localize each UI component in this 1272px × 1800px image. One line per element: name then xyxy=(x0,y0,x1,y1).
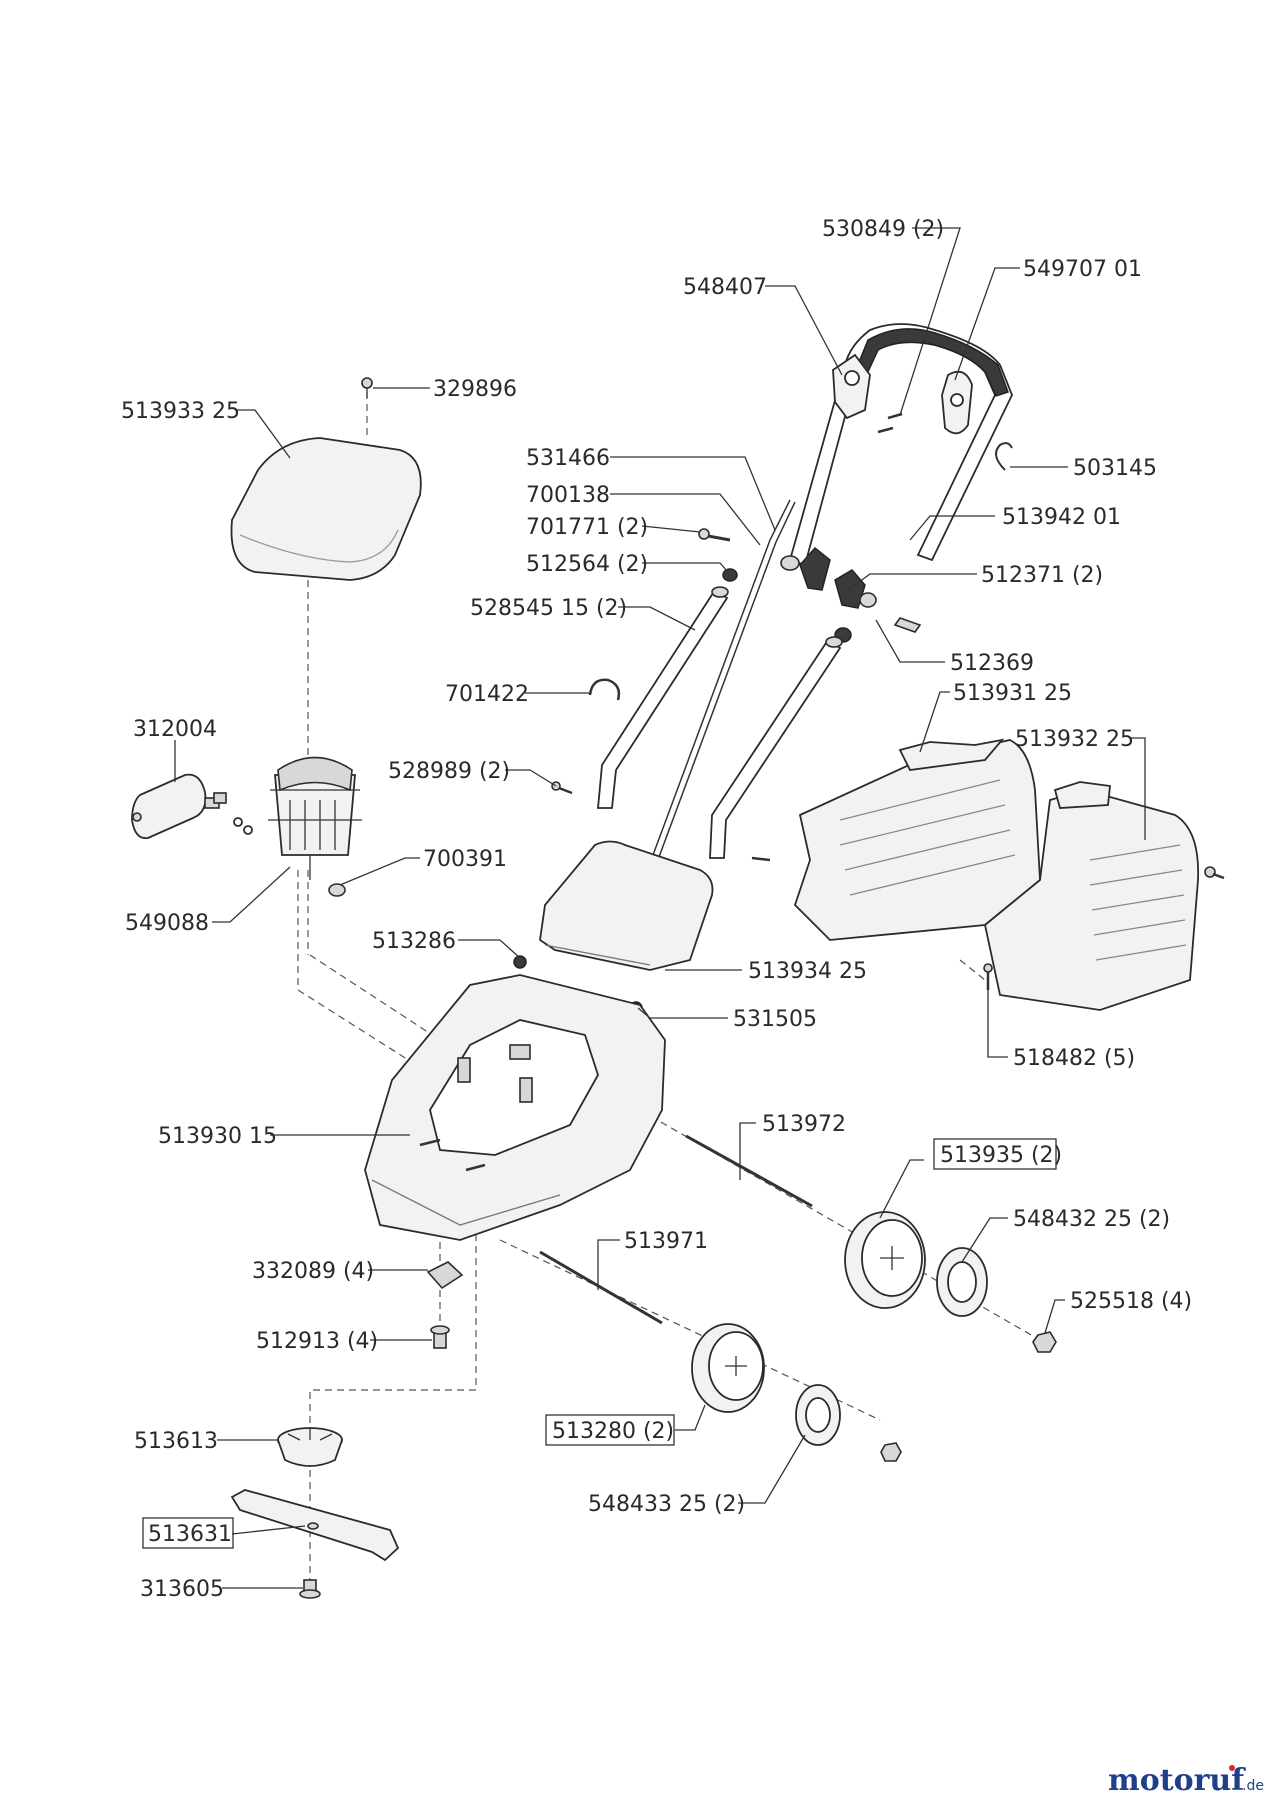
rear-wheel-part xyxy=(844,1211,926,1309)
label-503145: 503145 xyxy=(1073,456,1157,481)
label-548407: 548407 xyxy=(683,275,767,300)
brand-name: motoruf xyxy=(1108,1763,1246,1798)
label-518482: 518482 (5) xyxy=(1013,1046,1135,1071)
assembly-lines xyxy=(297,392,1041,1580)
bolt-313605-part xyxy=(299,1579,321,1599)
cable-part xyxy=(639,499,796,893)
hub-cap-548432-part xyxy=(936,1247,988,1317)
label-513931: 513931 25 xyxy=(953,681,1072,706)
lower-handle-tubes-part xyxy=(597,586,843,859)
label-513631: 513631 xyxy=(148,1522,232,1547)
label-512371: 512371 (2) xyxy=(981,563,1103,588)
leader-lines xyxy=(174,227,1146,1589)
brand-suffix: .de xyxy=(1242,1778,1264,1794)
part-labels: 530849 (2) 548407 549707 01 329896 51393… xyxy=(121,217,1192,1602)
upper-handle-part xyxy=(788,323,1013,567)
label-513932: 513932 25 xyxy=(1015,727,1134,752)
label-329896: 329896 xyxy=(433,377,517,402)
cable-clip-503145-part xyxy=(995,442,1013,471)
cable-hook-part xyxy=(941,370,973,435)
label-548433: 548433 25 (2) xyxy=(588,1492,745,1517)
label-513935: 513935 (2) xyxy=(940,1143,1062,1168)
switch-part xyxy=(832,353,871,420)
motor-part xyxy=(233,756,362,880)
label-528989: 528989 (2) xyxy=(388,759,510,784)
pad-332089-part xyxy=(426,1261,464,1290)
screws-530849-part xyxy=(877,412,903,434)
label-512564: 512564 (2) xyxy=(526,552,648,577)
motor-cover-part xyxy=(230,437,422,581)
label-700138: 700138 xyxy=(526,483,610,508)
clip-700391-part xyxy=(328,883,346,897)
nut-525518-part xyxy=(1032,1331,1057,1353)
label-box-513631 xyxy=(142,1517,234,1549)
label-312004: 312004 xyxy=(133,717,217,742)
label-512913: 512913 (4) xyxy=(256,1329,378,1354)
label-313605: 313605 xyxy=(140,1577,224,1602)
front-nut-part xyxy=(880,1442,902,1462)
mower-deck-part xyxy=(364,974,666,1241)
front-wheel-part xyxy=(691,1323,765,1413)
knobs-part xyxy=(722,546,922,643)
fan-part xyxy=(277,1427,343,1467)
label-513280: 513280 (2) xyxy=(552,1419,674,1444)
label-525518: 525518 (4) xyxy=(1070,1289,1192,1314)
label-549088: 549088 xyxy=(125,911,209,936)
label-513933: 513933 25 xyxy=(121,399,240,424)
clip-701422-part xyxy=(588,678,621,701)
label-box-513935 xyxy=(933,1138,1057,1170)
label-549707: 549707 01 xyxy=(1023,257,1142,282)
grass-box-part xyxy=(793,738,1225,1011)
label-530849: 530849 (2) xyxy=(822,217,944,242)
rear-flap-part xyxy=(539,840,714,971)
label-701771: 701771 (2) xyxy=(526,515,648,540)
screw-528989-part xyxy=(551,781,771,862)
capacitor-part xyxy=(131,773,227,840)
label-548432: 548432 25 (2) xyxy=(1013,1207,1170,1232)
screw-512913-part xyxy=(430,1325,450,1349)
blade-part xyxy=(230,1489,400,1562)
label-513934: 513934 25 xyxy=(748,959,867,984)
label-513930: 513930 15 xyxy=(158,1124,277,1149)
label-513942: 513942 01 xyxy=(1002,505,1121,530)
label-box-513280 xyxy=(545,1414,675,1446)
label-531466: 531466 xyxy=(526,446,610,471)
brand-dot-icon xyxy=(1229,1765,1235,1771)
hub-cap-548433-part xyxy=(795,1384,841,1446)
rear-axle-part xyxy=(685,1134,813,1208)
label-512369: 512369 xyxy=(950,651,1034,676)
screws-701771-part xyxy=(698,528,731,542)
label-513286: 513286 xyxy=(372,929,456,954)
label-332089: 332089 (4) xyxy=(252,1259,374,1284)
label-513971: 513971 xyxy=(624,1229,708,1254)
label-513972: 513972 xyxy=(762,1112,846,1137)
screw-329896-part xyxy=(361,377,373,398)
label-513613: 513613 xyxy=(134,1429,218,1454)
label-528545: 528545 15 (2) xyxy=(470,596,627,621)
label-531505: 531505 xyxy=(733,1007,817,1032)
brand-logo: motoruf .de xyxy=(1108,1763,1264,1798)
front-axle-part xyxy=(539,1250,663,1325)
label-701422: 701422 xyxy=(445,682,529,707)
label-700391: 700391 xyxy=(423,847,507,872)
